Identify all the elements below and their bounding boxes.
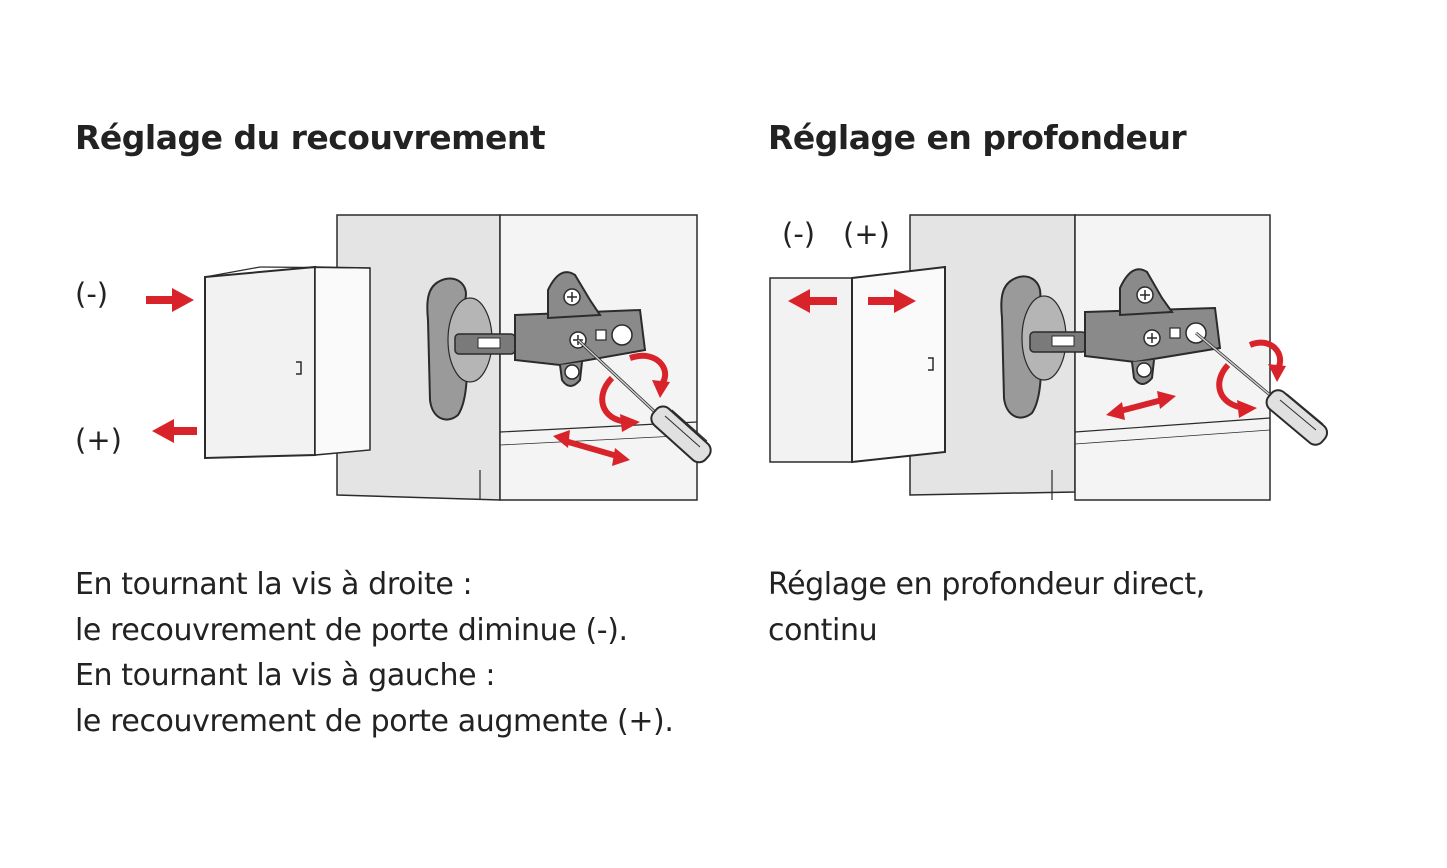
overlay-adjustment-description: En tournant la vis à droite : le recouvr… xyxy=(75,562,674,744)
description-line: En tournant la vis à gauche : xyxy=(75,658,496,693)
outward-arrow-icon xyxy=(152,419,197,443)
door-icon xyxy=(769,265,946,464)
inward-arrow-icon xyxy=(146,288,194,312)
hinge-icon xyxy=(1000,268,1222,419)
screwdriver-icon xyxy=(1195,331,1329,446)
rotation-arrow-icon xyxy=(599,353,670,432)
depth-adjustment-description: Réglage en profondeur direct, continu xyxy=(768,562,1205,653)
depth-adjustment-heading: Réglage en profondeur xyxy=(768,118,1187,157)
plus-label: (+) xyxy=(75,423,122,457)
screwdriver-icon xyxy=(576,338,712,464)
outward-arrow-icon xyxy=(788,289,837,313)
minus-label: (-) xyxy=(782,217,815,251)
plus-label: (+) xyxy=(843,217,890,251)
depth-adjustment-illustration: (-) (+) xyxy=(769,214,1329,501)
overlay-adjustment-panel: Réglage du recouvrement (-) (+) xyxy=(75,118,712,744)
hinge-icon xyxy=(426,271,647,421)
overlay-adjustment-illustration: (-) (+) xyxy=(75,214,712,501)
description-line: Réglage en profondeur direct, xyxy=(768,567,1205,602)
description-line: le recouvrement de porte diminue (-). xyxy=(75,612,628,648)
double-arrow-icon xyxy=(1106,391,1176,420)
inward-arrow-icon xyxy=(868,289,916,313)
description-line: le recouvrement de porte augmente (+). xyxy=(75,703,674,739)
double-arrow-icon xyxy=(553,430,630,466)
door-icon xyxy=(204,265,371,460)
depth-adjustment-panel: Réglage en profondeur (-) (+) xyxy=(740,0,1447,868)
description-line: continu xyxy=(768,612,878,648)
rotation-arrow-icon xyxy=(1216,339,1286,418)
minus-label: (-) xyxy=(75,277,108,311)
description-line: En tournant la vis à droite : xyxy=(75,567,473,602)
overlay-adjustment-heading: Réglage du recouvrement xyxy=(75,118,546,157)
